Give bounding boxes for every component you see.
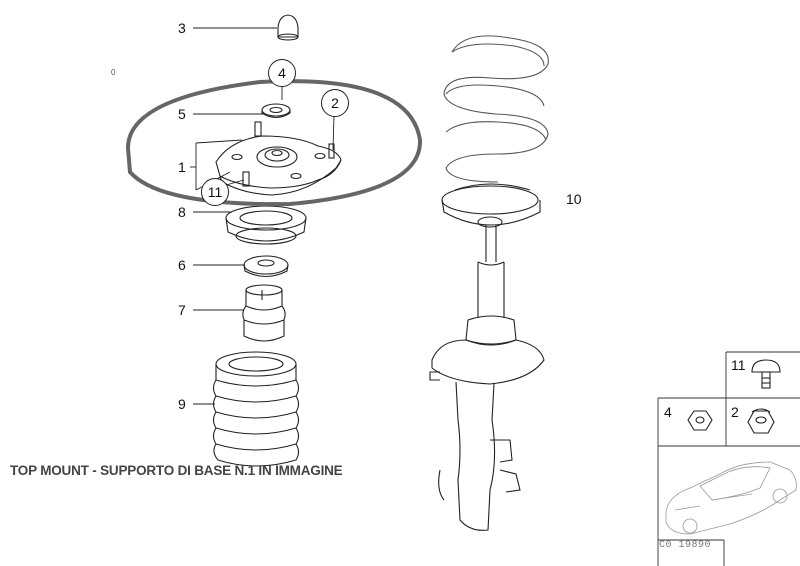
inset-label-4: 4 bbox=[664, 404, 672, 420]
inset-panel bbox=[657, 351, 800, 566]
highlight-ellipse bbox=[125, 79, 423, 207]
part-8-bearing bbox=[225, 205, 307, 245]
part-6-ring bbox=[243, 255, 289, 278]
part-7-bump-stop bbox=[242, 284, 286, 342]
callout-6: 6 bbox=[178, 257, 186, 273]
inset-nut-2 bbox=[747, 408, 775, 434]
callout-9: 9 bbox=[178, 396, 186, 412]
inset-label-11: 11 bbox=[731, 357, 746, 373]
part-9-boot bbox=[212, 351, 300, 467]
reference-code: C0 19890 bbox=[659, 540, 712, 551]
part-3-cap-nut bbox=[277, 14, 299, 41]
diagram-caption: TOP MOUNT - SUPPORTO DI BASE N.1 IN IMMA… bbox=[10, 463, 343, 478]
part-1-top-mount bbox=[215, 121, 342, 196]
leader-lines bbox=[190, 27, 335, 405]
inset-nut-4 bbox=[687, 410, 713, 431]
callout-4-circled: 4 bbox=[268, 59, 296, 87]
strut-assembly bbox=[429, 225, 545, 531]
callout-1: 1 bbox=[178, 159, 186, 175]
callout-7: 7 bbox=[178, 302, 186, 318]
callout-8: 8 bbox=[178, 204, 186, 220]
stray-mark: 0 bbox=[111, 68, 116, 77]
coil-spring bbox=[443, 35, 549, 183]
inset-bolt-11 bbox=[751, 359, 781, 389]
callout-11-circled: 11 bbox=[201, 178, 229, 206]
inset-car bbox=[665, 461, 797, 535]
inset-label-2: 2 bbox=[731, 404, 739, 420]
callout-5: 5 bbox=[178, 106, 186, 122]
callout-10: 10 bbox=[566, 191, 582, 207]
part-10-spring-seat bbox=[441, 183, 541, 228]
part-5-washer bbox=[261, 103, 291, 119]
callout-3: 3 bbox=[178, 20, 186, 36]
callout-2-circled: 2 bbox=[321, 89, 349, 117]
